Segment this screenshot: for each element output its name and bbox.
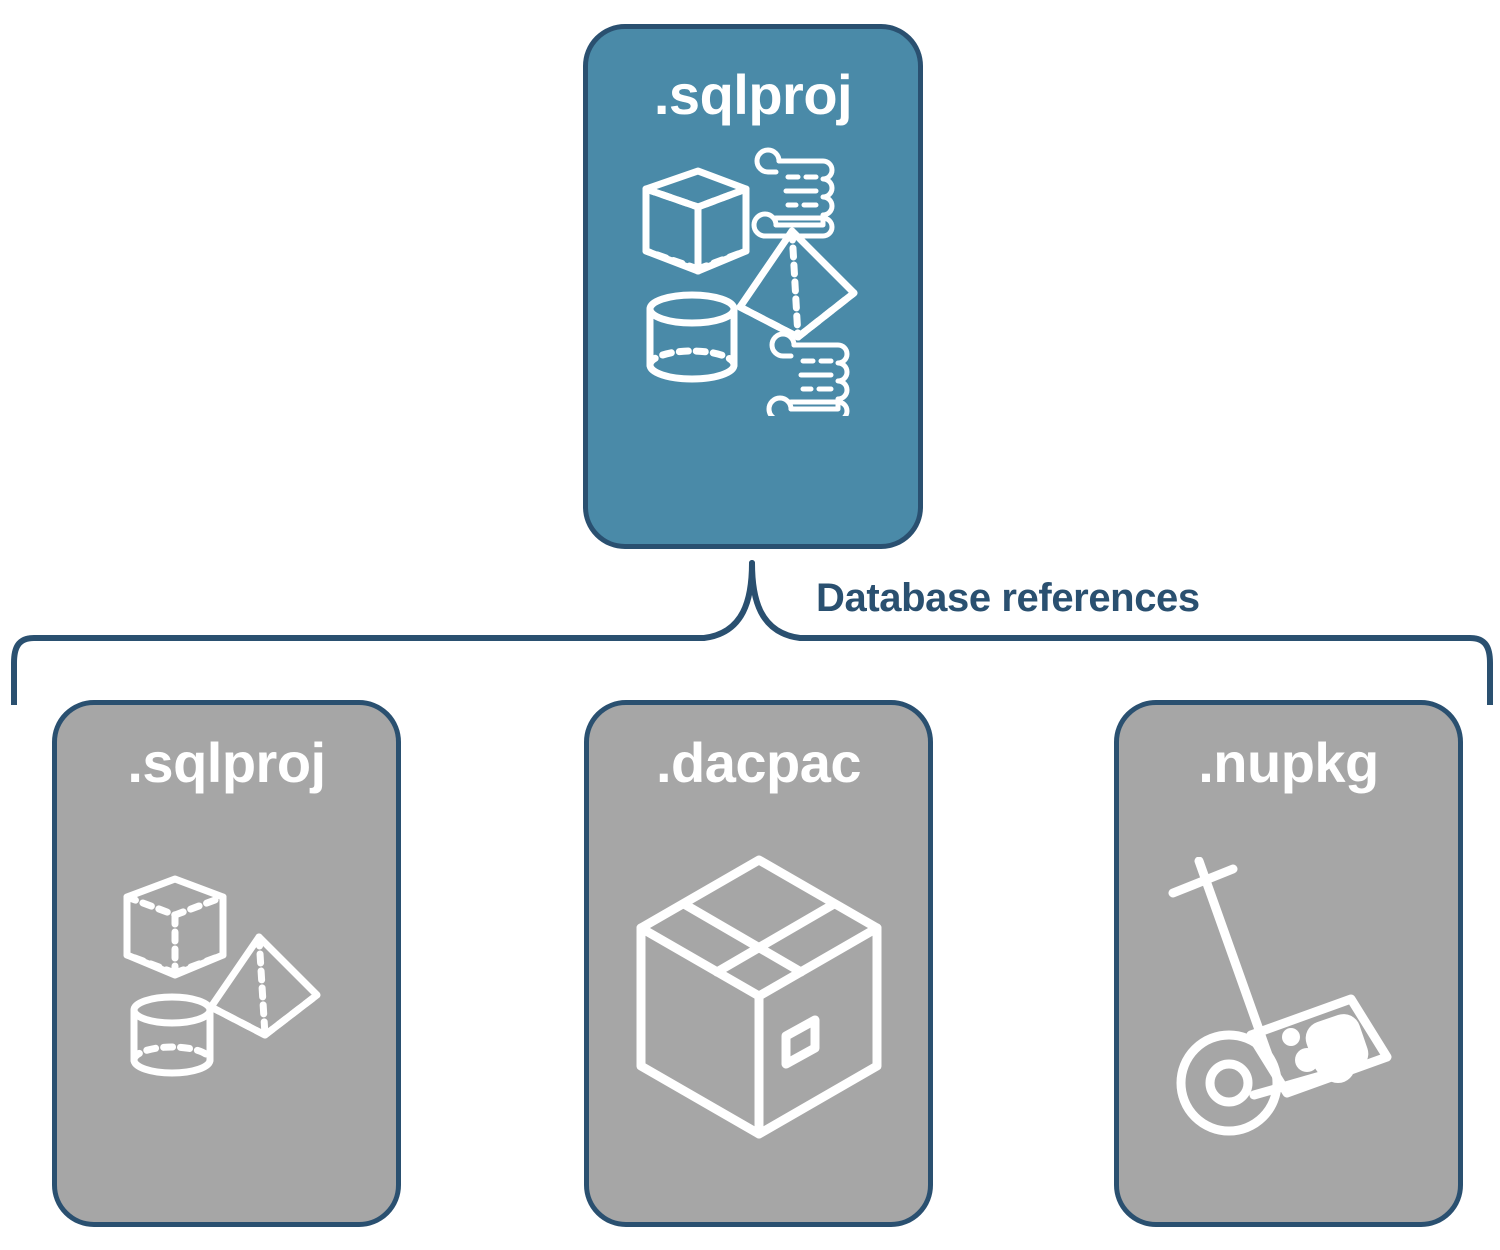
wireframe-pyramid-icon xyxy=(207,933,321,1038)
wireframe-cube-icon xyxy=(642,167,749,275)
node-reference-dacpac-title: .dacpac xyxy=(655,731,862,794)
scroll-script-icon xyxy=(751,147,834,239)
node-root-artwork xyxy=(588,123,918,544)
node-root-title: .sqlproj xyxy=(653,63,853,126)
scroll-script-icon xyxy=(766,331,849,416)
node-sqlproj-root[interactable]: .sqlproj xyxy=(583,24,923,549)
brace-label: Database references xyxy=(816,576,1200,620)
shipping-box-icon xyxy=(636,855,881,1138)
node-reference-dacpac[interactable]: .dacpac xyxy=(584,700,933,1227)
node-reference-nupkg-title: .nupkg xyxy=(1198,731,1379,794)
node-reference-dacpac-artwork xyxy=(589,791,928,1222)
hand-truck-package-icon xyxy=(1168,856,1392,1135)
node-reference-sqlproj-artwork xyxy=(57,791,396,1222)
package-logo-icon xyxy=(1282,1013,1369,1083)
database-references-brace xyxy=(11,560,1493,705)
node-reference-nupkg-artwork xyxy=(1119,791,1458,1222)
wireframe-cube-icon xyxy=(123,875,227,978)
wireframe-cylinder-icon xyxy=(646,291,737,383)
brace-left-arm xyxy=(11,560,755,705)
reference-sqlproj-icon-group xyxy=(123,875,321,1076)
wireframe-cylinder-icon xyxy=(130,993,214,1076)
wireframe-pyramid-icon xyxy=(736,227,857,341)
node-reference-nupkg[interactable]: .nupkg xyxy=(1114,700,1463,1227)
node-reference-sqlproj-title: .sqlproj xyxy=(127,731,326,794)
node-reference-sqlproj[interactable]: .sqlproj xyxy=(52,700,401,1227)
root-icon-group xyxy=(642,147,857,416)
